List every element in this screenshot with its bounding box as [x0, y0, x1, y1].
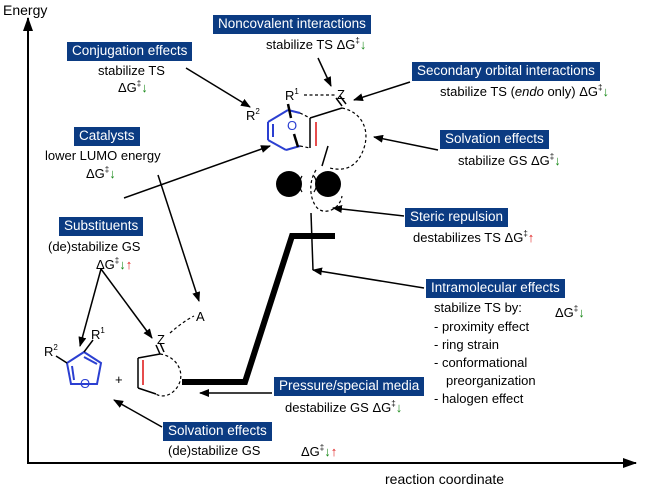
energy-profile-curve: [182, 233, 335, 385]
energy-axis-label: Energy: [3, 2, 48, 18]
catalysts-delta-g: ΔG‡↓: [86, 165, 116, 181]
intramolecular-effects-header: Intramolecular effects: [426, 279, 565, 298]
intramolecular-effects-text: stabilize TS by:: [434, 300, 522, 315]
intramolecular-effects-delta-g: ΔG‡↓: [555, 304, 585, 320]
substituents-text: (de)stabilize GS: [48, 239, 141, 254]
dienophile-structure: [137, 315, 195, 397]
intramolecular-item-ring-strain: - ring strain: [434, 337, 500, 352]
intramolecular-item-preorganization: preorganization: [446, 373, 536, 388]
conjugation-effects-text: stabilize TS: [98, 63, 165, 78]
transition-state-structure: [267, 94, 367, 212]
pressure-special-media-header: Pressure/special media: [274, 377, 425, 396]
reaction-coordinate-label: reaction coordinate: [385, 471, 505, 487]
substituents-header: Substituents: [59, 217, 144, 236]
conjugation-effects-delta-g: ΔG‡↓: [118, 79, 148, 95]
noncovalent-interactions-text: stabilize TS ΔG‡↓: [266, 36, 367, 52]
solvation-effects-gs-delta-g: ΔG‡↓↑: [301, 443, 338, 459]
steric-repulsion-text: destabilizes TS ΔG‡↑: [413, 229, 535, 245]
reactant-r2-label: R2: [44, 343, 58, 359]
solvation-effects-gs-text: (de)stabilize GS: [168, 443, 261, 458]
ts-oxygen-label: O: [287, 118, 298, 133]
solvation-effects-ts-header: Solvation effects: [440, 130, 549, 149]
catalysts-text: lower LUMO energy: [45, 148, 161, 163]
steric-repulsion-header: Steric repulsion: [405, 208, 509, 227]
intramolecular-item-proximity: - proximity effect: [434, 319, 530, 334]
noncovalent-interactions-header: Noncovalent interactions: [213, 15, 371, 34]
reactant-r1-label: R1: [91, 326, 105, 342]
secondary-orbital-interactions-text: stabilize TS (endo only) ΔG‡↓: [440, 83, 609, 99]
reactant-oxygen-label: O: [80, 376, 91, 391]
ts-r2-label: R2: [246, 107, 260, 123]
plus-sign: +: [115, 372, 123, 387]
secondary-orbital-interactions-header: Secondary orbital interactions: [412, 62, 600, 81]
catalysts-header: Catalysts: [74, 127, 140, 146]
conjugation-effects-header: Conjugation effects: [67, 42, 193, 61]
intramolecular-item-halogen: - halogen effect: [434, 391, 524, 406]
solvation-effects-ts-text: stabilize GS ΔG‡↓: [458, 152, 561, 168]
reactant-z-label: Z: [157, 332, 165, 347]
annotation-arrows: [78, 57, 439, 428]
ts-z-label: Z: [337, 87, 345, 102]
furan-structure: [55, 339, 103, 385]
solvation-effects-gs-header: Solvation effects: [163, 422, 272, 441]
pressure-special-media-text: destabilize GS ΔG‡↓: [285, 399, 403, 415]
substituents-delta-g: ΔG‡↓↑: [96, 256, 133, 272]
ts-r1-label: R1: [285, 87, 299, 103]
intramolecular-item-conformational: - conformational: [434, 355, 528, 370]
reactant-a-label: A: [196, 309, 205, 324]
intramolecular-connector: [310, 212, 314, 271]
